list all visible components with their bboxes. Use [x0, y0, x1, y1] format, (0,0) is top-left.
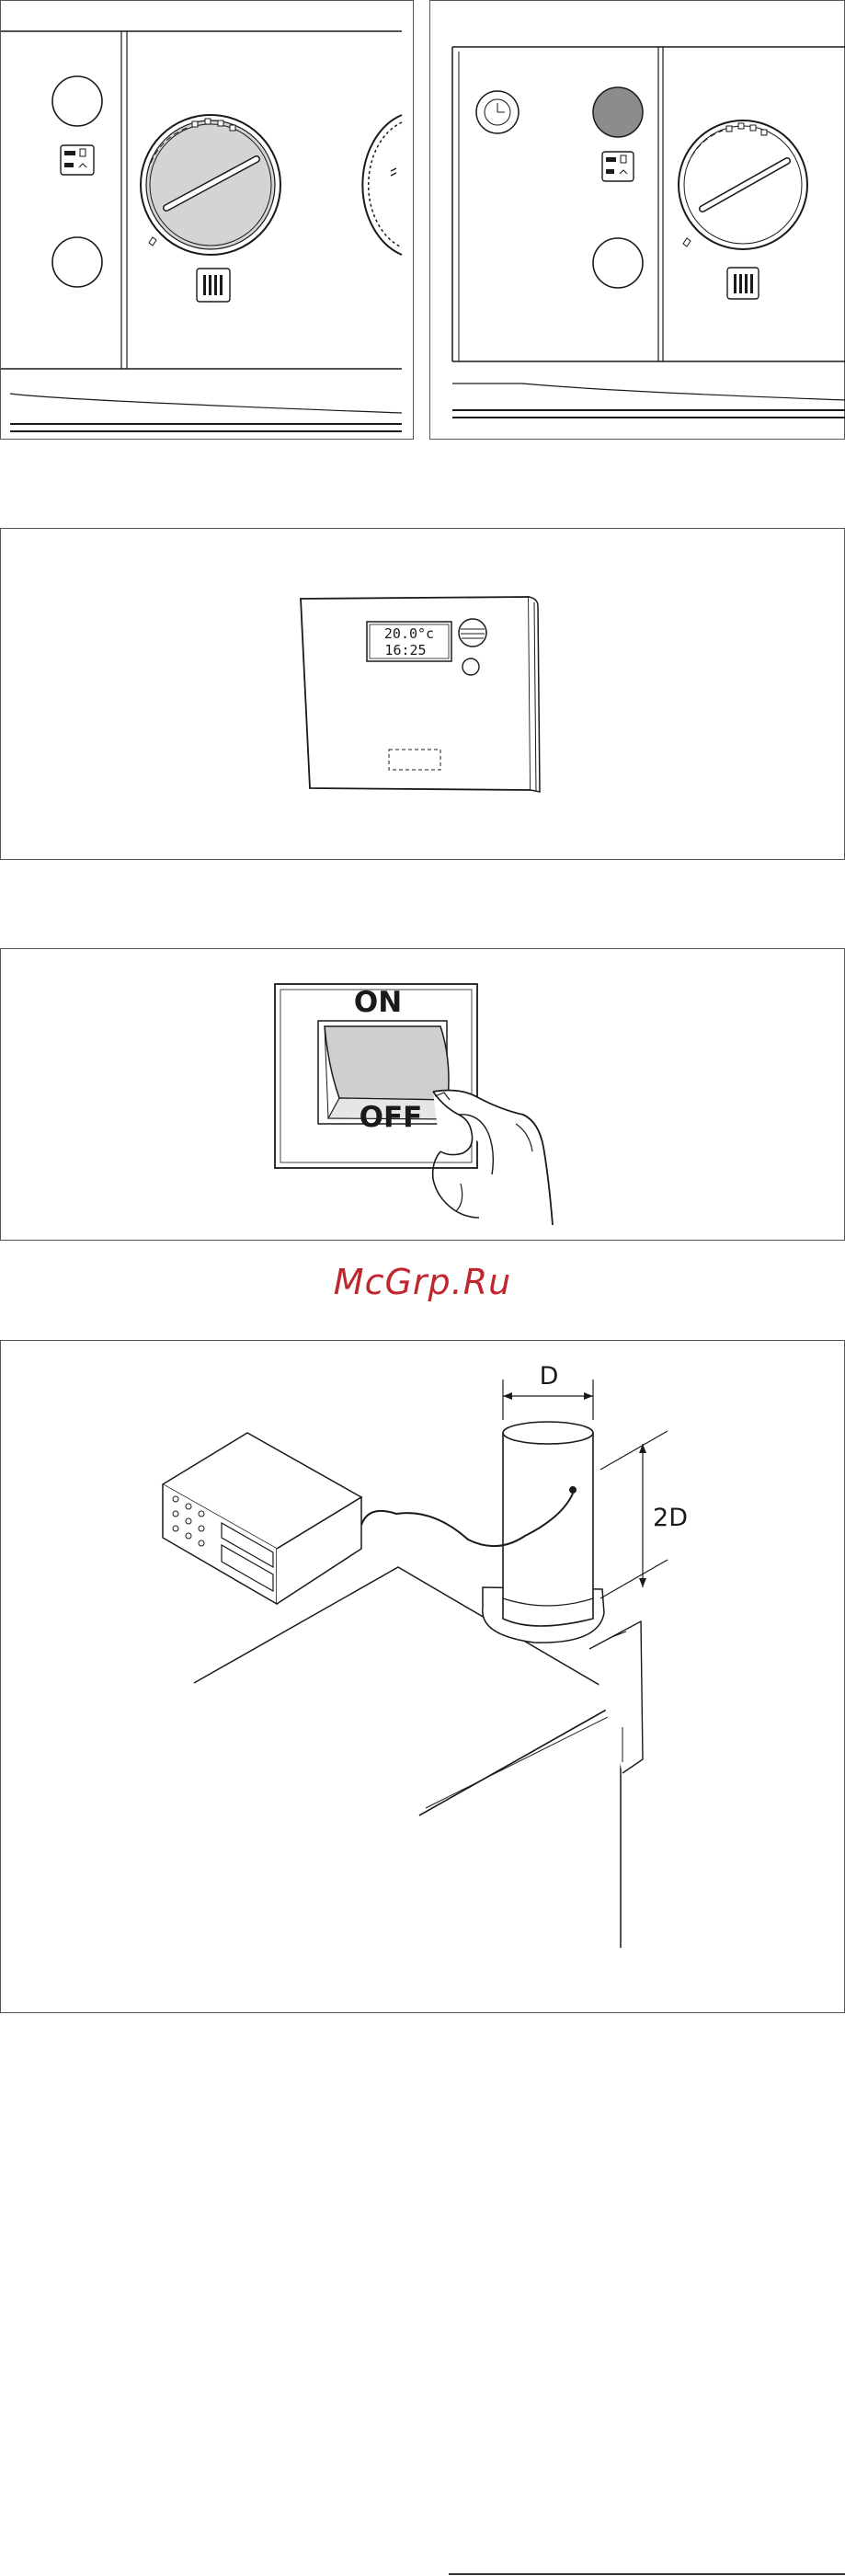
- thermostat-temperature: 20.0°c: [384, 625, 434, 642]
- button-bottom-right[interactable]: [593, 238, 643, 288]
- footer-rule: [449, 2573, 845, 2575]
- control-panel-right: [429, 0, 845, 440]
- control-panel-left-drawing: [1, 1, 415, 441]
- thermostat-time: 16:25: [384, 642, 426, 658]
- thermostat-button[interactable]: [462, 658, 479, 675]
- temperature-knob[interactable]: [141, 115, 280, 255]
- indicator-lamp: [593, 87, 643, 137]
- button-top-left[interactable]: [52, 76, 102, 126]
- thermostat-dial[interactable]: [459, 619, 486, 647]
- switch-on-label: ON: [354, 986, 402, 1019]
- watermark-text: McGrp.Ru: [0, 1262, 845, 1302]
- control-panel-right-drawing: [430, 1, 845, 441]
- mode-switch-icon-right[interactable]: [602, 152, 634, 181]
- partial-knob[interactable]: [362, 115, 402, 255]
- mode-switch-icon[interactable]: [61, 145, 94, 175]
- clock-icon[interactable]: [476, 91, 519, 133]
- room-thermostat-drawing: 20.0°c 16:25: [1, 529, 845, 861]
- radiator-icon: [197, 269, 230, 302]
- temperature-knob-right[interactable]: [679, 120, 807, 249]
- control-unit-box: [163, 1433, 361, 1604]
- sensor-probe: [569, 1486, 577, 1494]
- flue-sensor-panel: D 2D: [0, 1340, 845, 2013]
- main-switch-drawing: ON OFF: [1, 949, 845, 1242]
- flue-pipe: [483, 1422, 604, 1643]
- height-label: 2D: [653, 1504, 688, 1532]
- button-bottom-left[interactable]: [52, 237, 102, 287]
- main-switch-panel: ON OFF: [0, 948, 845, 1241]
- radiator-icon-right: [727, 268, 759, 299]
- control-panel-left: [0, 0, 414, 440]
- room-thermostat-panel: 20.0°c 16:25: [0, 528, 845, 860]
- flue-sensor-drawing: D 2D: [1, 1341, 845, 2014]
- switch-off-label: OFF: [360, 1101, 423, 1134]
- diameter-label: D: [540, 1362, 559, 1391]
